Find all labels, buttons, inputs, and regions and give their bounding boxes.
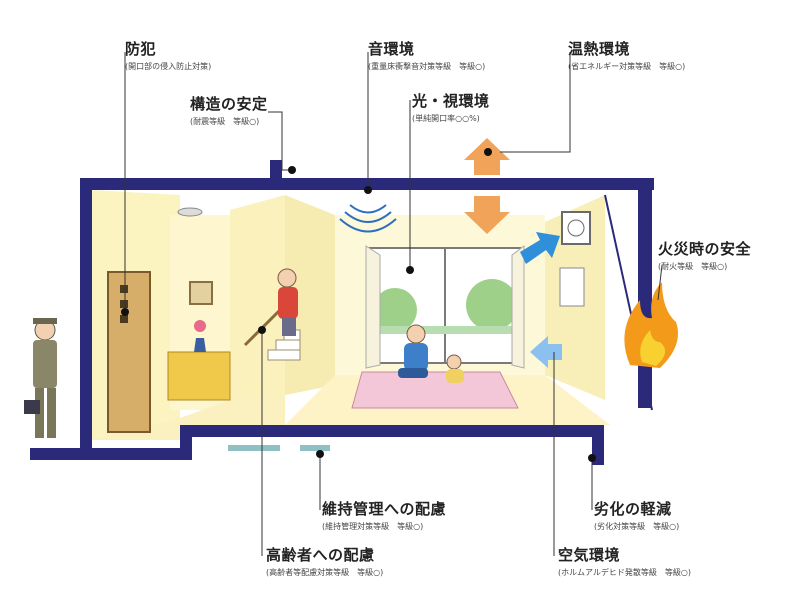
label-iji-title: 維持管理への配慮 [322,500,447,518]
right-wall-edge [604,194,653,411]
label-bohan-sub: (開口部の侵入防止対策) [125,62,212,71]
label-kuuki-sub: (ホルムアルデヒド発散等級 等級○) [558,568,691,577]
label-bohan: 防犯 (開口部の侵入防止対策) [125,38,211,72]
heat-down-arrow-icon [464,196,510,234]
heat-up-arrow-icon [464,138,510,175]
sound-wave-icon [339,204,397,233]
leader-lines [124,52,663,556]
ceiling-light [177,207,203,217]
label-kouzou-sub: (耐震等級 等級○) [190,117,260,126]
rug [351,371,519,409]
label-onnetsu-sub: (省エネルギー対策等級 等級○) [568,62,686,71]
right-wall-window [559,267,585,307]
shoe-cabinet [167,351,231,401]
underfloor-pipe [228,445,280,451]
entrance-door [107,271,151,433]
label-iji: 維持管理への配慮 (維持管理対策等級 等級○) [322,498,446,532]
label-hikari: 光・視環境 (単純開口率○○%) [412,90,490,124]
label-oto: 音環境 (重量床衝撃音対策等級 等級○) [368,38,485,72]
label-koreisha-title: 高齢者への配慮 [266,546,375,564]
label-oto-title: 音環境 [368,40,415,58]
living-room-window [365,245,525,369]
label-rekka-title: 劣化の軽減 [594,500,672,518]
label-oto-sub: (重量床衝撃音対策等級 等級○) [368,62,486,71]
label-kasai: 火災時の安全 (耐火等級 等級○) [658,238,751,272]
label-kasai-sub: (耐火等級 等級○) [658,262,728,271]
label-kasai-title: 火災時の安全 [658,240,752,258]
label-kouzou: 構造の安定 (耐震等級 等級○) [190,93,268,127]
label-onnetsu: 温熱環境 (省エネルギー対策等級 等級○) [568,38,685,72]
label-kouzou-title: 構造の安定 [190,95,268,113]
label-koreisha: 高齢者への配慮 (高齢者等配慮対策等級 等級○) [266,544,383,578]
fire-icon [624,282,678,368]
label-kuuki-title: 空気環境 [558,546,621,564]
label-iji-sub: (維持管理対策等級 等級○) [322,522,424,531]
wall-picture [189,281,213,305]
mother-and-baby [398,324,464,383]
label-hikari-title: 光・視環境 [412,92,490,110]
label-onnetsu-title: 温熱環境 [568,40,631,58]
leader-dots [121,148,596,462]
security-guard [24,318,57,438]
elderly-person [277,268,298,336]
label-rekka-sub: (劣化対策等級 等級○) [594,522,680,531]
ventilation-fan [561,211,591,245]
label-rekka: 劣化の軽減 (劣化対策等級 等級○) [594,498,679,532]
hall-wall [230,195,285,400]
label-koreisha-sub: (高齢者等配慮対策等級 等級○) [266,568,384,577]
label-kuuki: 空気環境 (ホルムアルデヒド発散等級 等級○) [558,544,691,578]
flower-vase [194,338,206,352]
label-hikari-sub: (単純開口率○○%) [412,114,480,123]
label-bohan-title: 防犯 [125,40,157,58]
airflow-out-arrow-icon [520,232,560,264]
